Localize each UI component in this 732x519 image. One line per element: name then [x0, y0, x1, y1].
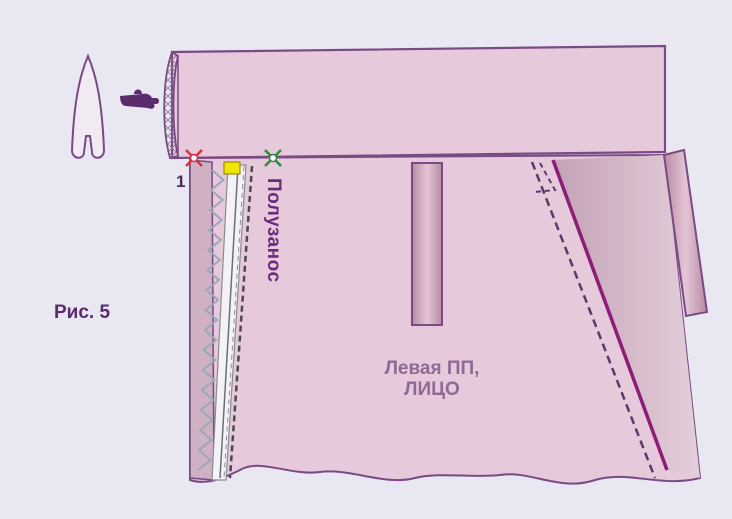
zipper-tape-center [219, 165, 239, 479]
zipper-stitch-line [228, 165, 254, 479]
part-label-line2: ЛИЦО [404, 379, 460, 400]
zipper-teeth [197, 169, 226, 471]
right-dashed-seam [530, 161, 657, 479]
side-label-vertical: Полузанос [263, 178, 284, 283]
figure-label: Рис. 5 [54, 302, 111, 323]
flap-detail-icon [70, 53, 106, 159]
part-label: Левая ПП, ЛИЦО [352, 358, 512, 400]
zipper-teeth-line [197, 169, 226, 471]
part-label-line1: Левая ПП, [384, 358, 480, 379]
dart-corner-dashed [534, 162, 557, 193]
waistband [170, 44, 667, 160]
marker-number-label: 1 [176, 172, 186, 191]
cross-marker-icon [264, 149, 282, 167]
pointing-hand-icon [120, 89, 159, 109]
marker-square [223, 161, 241, 175]
shaded-panel-region [553, 155, 700, 478]
belt-loop-right [662, 148, 709, 318]
belt-loop-center [411, 162, 443, 326]
cross-marker-icon [185, 149, 203, 167]
accent-seam-line [551, 159, 669, 471]
skirt-panel [189, 153, 702, 485]
zipper-stitch-line-inner [223, 165, 245, 479]
